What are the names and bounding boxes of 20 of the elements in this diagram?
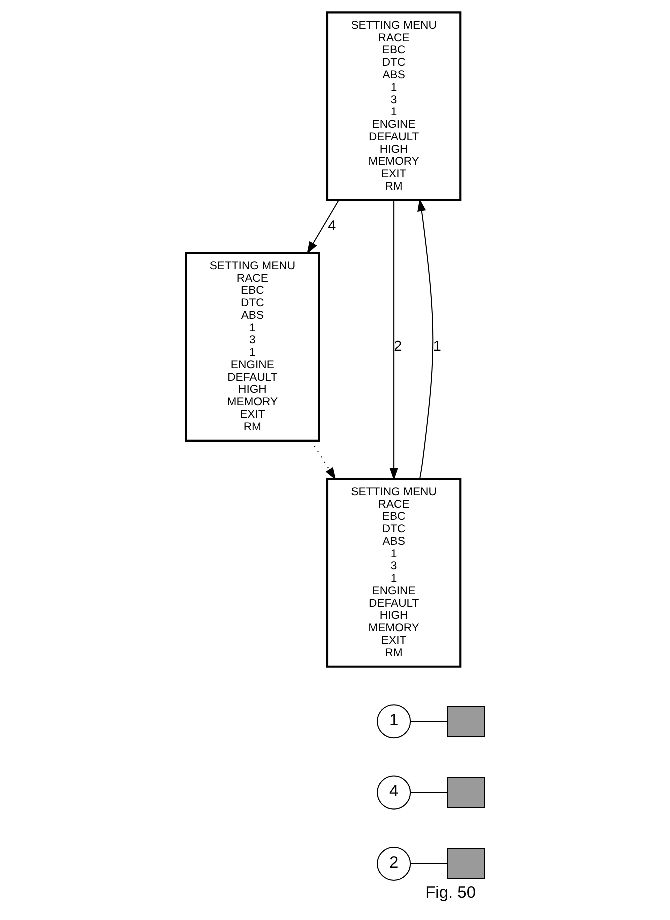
edge-label: 1 bbox=[432, 338, 441, 355]
caption: Fig. 50 bbox=[425, 884, 476, 902]
arrow bbox=[389, 200, 398, 481]
node-box bbox=[446, 777, 485, 808]
connector bbox=[410, 721, 448, 722]
node-box bbox=[446, 706, 485, 738]
edge-label: 2 bbox=[394, 338, 402, 355]
arrow bbox=[417, 199, 434, 480]
connector bbox=[410, 792, 448, 794]
node-box: SETTING MENU RACE EBC DTC ABS 1 3 1 ENGINE DEFAULT HIGH MEMORY EXIT RM bbox=[326, 478, 462, 668]
node-box bbox=[446, 848, 485, 880]
node-circle: 2 bbox=[376, 846, 411, 882]
node-box: SETTING MENU RACE EBC DTC ABS 1 3 1 ENGINE DEFAULT HIGH MEMORY EXIT RM bbox=[326, 12, 462, 202]
edge-label: 4 bbox=[328, 218, 336, 235]
node-circle: 4 bbox=[376, 776, 411, 810]
node-box: SETTING MENU RACE EBC DTC ABS 1 3 1 ENGINE DEFAULT HIGH MEMORY EXIT RM bbox=[184, 252, 320, 442]
connector bbox=[410, 863, 448, 865]
arrow bbox=[306, 200, 339, 254]
node-circle: 1 bbox=[376, 704, 411, 739]
arrow bbox=[310, 440, 336, 480]
